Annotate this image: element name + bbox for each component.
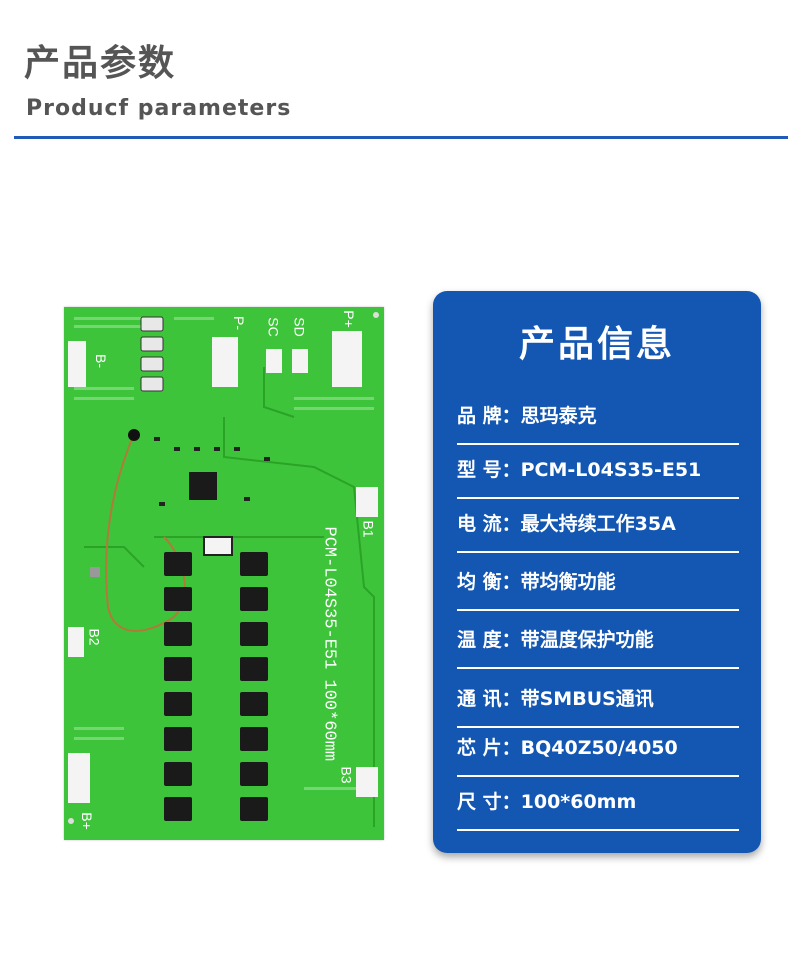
- info-label: 品 牌：: [457, 405, 521, 427]
- row-divider: [457, 551, 739, 553]
- row-divider: [457, 829, 739, 831]
- header-divider: [14, 136, 788, 139]
- page-title: 产品参数: [24, 43, 177, 84]
- mosfet-chip: [164, 587, 192, 611]
- info-value: 带SMBUS通讯: [520, 688, 654, 710]
- mosfet-chip: [240, 657, 268, 681]
- pcb-label-b3: B3: [338, 766, 355, 784]
- row-divider: [457, 775, 739, 777]
- pad-b1: [356, 487, 378, 517]
- pad-p-plus: [332, 331, 362, 387]
- pcb-label-b1: B1: [360, 520, 377, 538]
- page-subtitle: Producf parameters: [26, 96, 292, 121]
- info-row-communication: 通 讯：带SMBUS通讯: [457, 684, 739, 728]
- info-label: 均 衡：: [457, 571, 521, 593]
- pad-sd: [292, 349, 308, 373]
- info-row-current: 电 流：最大持续工作35A: [457, 509, 739, 553]
- mosfet-chip: [164, 762, 192, 786]
- info-value: 思玛泰克: [520, 405, 597, 427]
- info-value: 带均衡功能: [520, 571, 616, 593]
- info-label: 芯 片：: [457, 737, 521, 759]
- info-row-balance: 均 衡：带均衡功能: [457, 567, 739, 611]
- row-divider: [457, 443, 739, 445]
- pad-p-minus: [212, 337, 238, 387]
- pcb-traces: [68, 312, 379, 827]
- info-label: 通 讯：: [457, 688, 521, 710]
- mosfet-chip: [240, 762, 268, 786]
- pcb-label-p-plus: P+: [340, 310, 357, 328]
- info-label: 电 流：: [457, 513, 521, 535]
- pad-b2: [68, 627, 84, 657]
- mosfet-chip: [240, 587, 268, 611]
- pad-b-minus: [68, 341, 86, 387]
- info-row-temperature: 温 度：带温度保护功能: [457, 625, 739, 669]
- row-divider: [457, 497, 739, 499]
- info-label: 型 号：: [457, 459, 521, 481]
- row-divider: [457, 609, 739, 611]
- info-value: BQ40Z50/4050: [520, 737, 678, 759]
- pad-b-plus: [68, 753, 90, 803]
- mosfet-chip: [164, 657, 192, 681]
- pcb-label-sd: SD: [291, 317, 308, 337]
- mosfet-chip: [240, 692, 268, 716]
- mosfet-chip: [164, 727, 192, 751]
- mosfet-chip: [240, 552, 268, 576]
- info-label: 尺 寸：: [457, 791, 521, 813]
- product-info-card: 产品信息 品 牌：思玛泰克 型 号：PCM-L04S35-E51 电 流：最大持…: [433, 291, 761, 853]
- mosfet-chip: [164, 692, 192, 716]
- pad-sc: [266, 349, 282, 373]
- pcb-label-b-plus: B+: [78, 812, 95, 830]
- row-divider: [457, 726, 739, 728]
- info-label: 温 度：: [457, 629, 521, 651]
- info-value: 最大持续工作35A: [520, 513, 676, 535]
- mosfet-chip: [164, 552, 192, 576]
- pcb-label-sc: SC: [265, 317, 282, 337]
- info-row-model: 型 号：PCM-L04S35-E51: [457, 455, 739, 499]
- info-value: 带温度保护功能: [520, 629, 654, 651]
- pad-b3: [356, 767, 378, 797]
- row-divider: [457, 667, 739, 669]
- mosfet-chip: [240, 622, 268, 646]
- info-row-chip: 芯 片：BQ40Z50/4050: [457, 733, 739, 777]
- pcb-product-image: B- P- SC SD P+ B1 B2 B3 B+ PCM-L04S35-E5…: [64, 307, 384, 840]
- pcb-model-silkscreen: PCM-L04S35-E51 100*60mm: [319, 526, 339, 762]
- mosfet-chip: [240, 727, 268, 751]
- card-title: 产品信息: [518, 324, 675, 365]
- mosfet-chip: [164, 797, 192, 821]
- mosfet-chip: [164, 622, 192, 646]
- mosfet-chip: [240, 797, 268, 821]
- info-value: PCM-L04S35-E51: [520, 459, 702, 481]
- pcb-label-b2: B2: [86, 628, 103, 646]
- info-row-brand: 品 牌：思玛泰克: [457, 401, 739, 445]
- info-row-size: 尺 寸：100*60mm: [457, 787, 739, 831]
- pcb-label-p-minus: P-: [231, 316, 247, 330]
- info-value: 100*60mm: [520, 791, 637, 813]
- pcb-label-b-minus: B-: [93, 354, 109, 368]
